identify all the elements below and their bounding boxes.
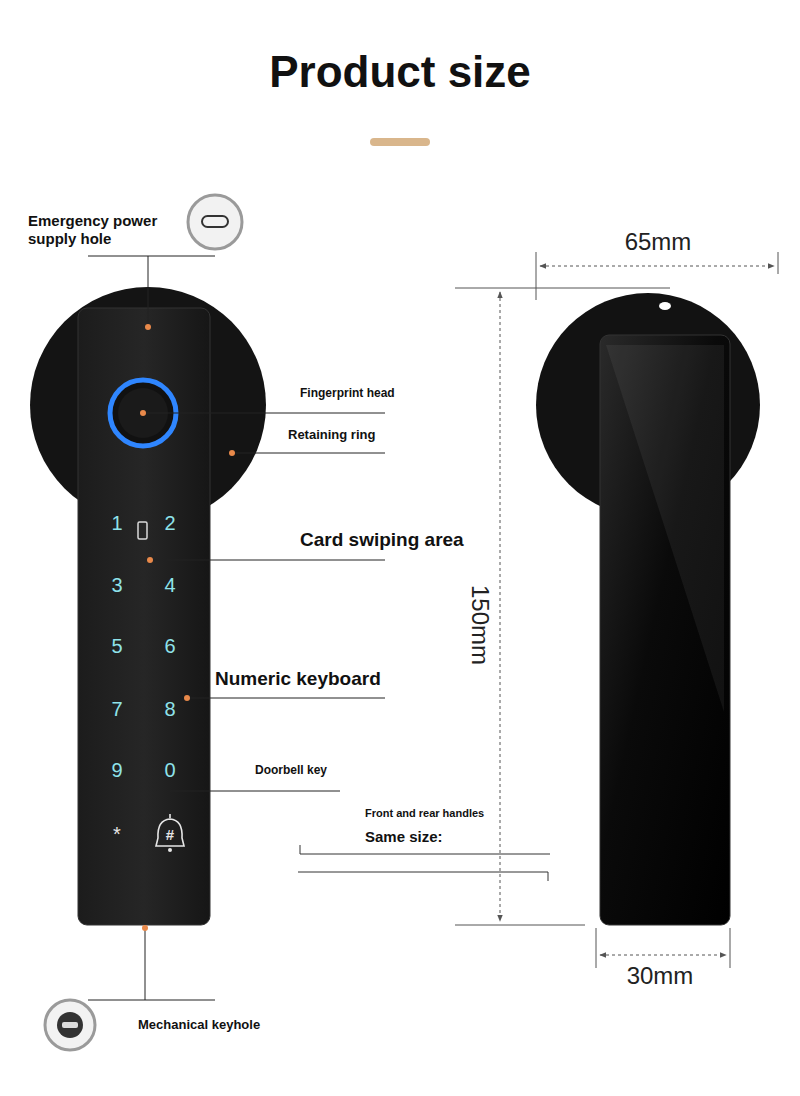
key-symbol: # (166, 826, 174, 844)
accent-bar (370, 138, 430, 146)
card-icon (138, 522, 147, 539)
key-digit: 5 (111, 634, 122, 658)
usb-port (202, 216, 228, 227)
dimension-label: 65mm (625, 228, 692, 257)
callout-label: Mechanical keyhole (138, 1017, 260, 1033)
dimension-lines (455, 252, 778, 968)
dimension-label: 150mm (466, 585, 495, 665)
key-digit: 9 (111, 758, 122, 782)
key-digit: 2 (164, 511, 175, 535)
doorbell-icon (168, 848, 172, 852)
callout-label: Emergency power supply hole (28, 212, 178, 248)
rear-slot (659, 302, 671, 310)
key-digit: 1 (111, 511, 122, 535)
same-size-lines (298, 845, 550, 881)
callout-label: Fingerprint head (300, 386, 395, 400)
keyhole (62, 1022, 78, 1028)
dimension-label: 30mm (627, 962, 694, 991)
keyhole (57, 1012, 83, 1038)
usb-callout (188, 195, 242, 249)
rear-handle (600, 335, 730, 925)
rear-handle-gloss (606, 345, 724, 712)
callout-label: Numeric keyboard (215, 668, 381, 691)
key-digit: 6 (164, 634, 175, 658)
callout-label: Card swiping area (300, 529, 464, 552)
keyhole-callout (45, 1000, 95, 1050)
doorbell-icon (156, 814, 184, 846)
callout-dots (140, 324, 235, 931)
key-digit: 3 (111, 573, 122, 597)
page-title: Product size (269, 46, 531, 99)
callout-label: Doorbell key (255, 763, 327, 777)
key-digit: 4 (164, 573, 175, 597)
front-handle (78, 308, 210, 925)
key-digit: 8 (164, 697, 175, 721)
key-digit: 0 (164, 758, 175, 782)
callout-label: Retaining ring (288, 427, 375, 443)
key-digit: 7 (111, 697, 122, 721)
leader-lines (88, 256, 385, 1000)
note-label: Front and rear handles (365, 807, 484, 820)
key-symbol: * (113, 822, 121, 846)
note-label: Same size: (365, 828, 443, 846)
